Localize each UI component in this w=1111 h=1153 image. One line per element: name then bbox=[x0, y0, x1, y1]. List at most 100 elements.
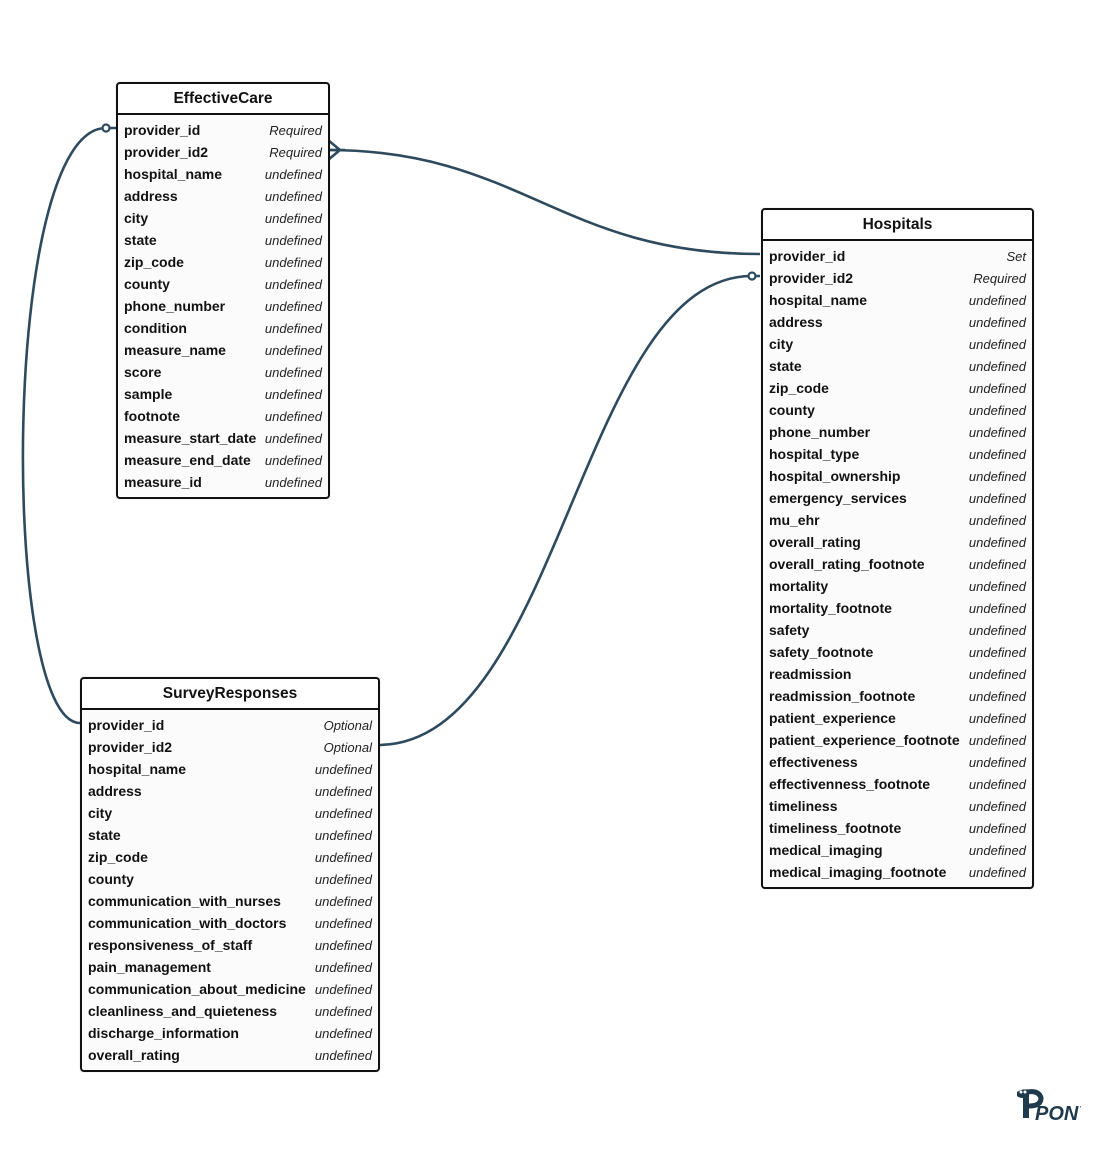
attribute-type: undefined bbox=[314, 959, 372, 975]
attribute-type: undefined bbox=[314, 805, 372, 821]
attribute-type: undefined bbox=[314, 1025, 372, 1041]
attribute-type: undefined bbox=[968, 644, 1026, 660]
attribute-type: undefined bbox=[264, 210, 322, 226]
attribute-name: hospital_ownership bbox=[769, 468, 901, 484]
attribute-type: undefined bbox=[264, 408, 322, 424]
attribute-type: undefined bbox=[968, 292, 1026, 308]
attribute-type: undefined bbox=[968, 842, 1026, 858]
attribute-type: undefined bbox=[264, 276, 322, 292]
attribute-type: undefined bbox=[968, 732, 1026, 748]
attribute-name: city bbox=[88, 805, 113, 821]
attribute-type: Required bbox=[269, 122, 322, 138]
attribute-name: communication_with_doctors bbox=[88, 915, 287, 931]
attribute-type: undefined bbox=[968, 864, 1026, 880]
attribute-name: discharge_information bbox=[88, 1025, 239, 1041]
attribute-name: effectivenness_footnote bbox=[769, 776, 931, 792]
optional-circle-marker bbox=[747, 271, 757, 281]
attribute-name: zip_code bbox=[769, 380, 829, 396]
attribute-name: communication_with_nurses bbox=[88, 893, 281, 909]
attribute-name: mortality_footnote bbox=[769, 600, 892, 616]
entity-title: Hospitals bbox=[763, 210, 1032, 241]
attribute-type: undefined bbox=[314, 871, 372, 887]
attribute-name: safety bbox=[769, 622, 810, 638]
attribute-name: provider_id2 bbox=[88, 739, 173, 755]
attribute-row[interactable]: city undefined bbox=[118, 207, 328, 229]
attribute-name: phone_number bbox=[124, 298, 226, 314]
attribute-type: undefined bbox=[264, 452, 322, 468]
attribute-row[interactable]: zip_code undefined bbox=[763, 377, 1032, 399]
attribute-type: undefined bbox=[968, 534, 1026, 550]
attribute-name: city bbox=[124, 210, 149, 226]
attribute-row[interactable]: city undefined bbox=[82, 802, 378, 824]
relationship-surveyresponses-effectivecare bbox=[21, 126, 116, 725]
attribute-row[interactable]: discharge_information undefined bbox=[82, 1022, 378, 1044]
attribute-name: hospital_name bbox=[124, 166, 223, 182]
attribute-name: communication_about_medicine bbox=[88, 981, 306, 997]
attribute-type: undefined bbox=[314, 893, 372, 909]
attribute-row[interactable]: communication_with_nurses undefined bbox=[82, 890, 378, 912]
attribute-type: undefined bbox=[968, 380, 1026, 396]
